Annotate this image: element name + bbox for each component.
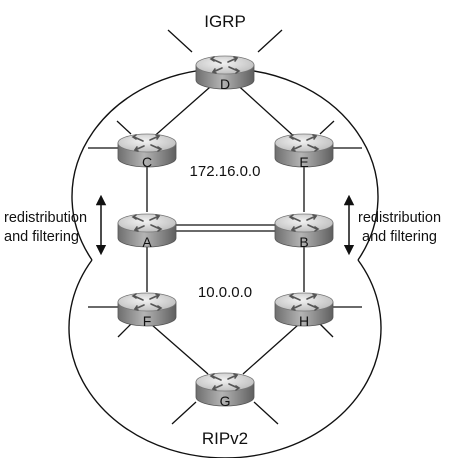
router-c: C: [117, 133, 177, 170]
router-label: E: [299, 154, 308, 170]
stub-c-up: [116, 120, 132, 135]
link-d-e: [231, 79, 299, 141]
right-redistribution-annotation: redistribution and filtering: [343, 194, 441, 256]
router-b: B: [274, 213, 334, 250]
left-annotation-line2: and filtering: [4, 229, 79, 245]
router-label: C: [142, 154, 152, 170]
ripv2-network-label: 10.0.0.0: [198, 284, 252, 301]
router-label: F: [143, 313, 152, 329]
router-f: F: [117, 292, 177, 329]
router-d: D: [195, 55, 255, 92]
stub-d-left: [167, 29, 193, 53]
stub-f-down: [117, 322, 133, 338]
stub-h-down: [318, 322, 334, 338]
right-annotation-line2: and filtering: [362, 229, 437, 245]
igrp-network-label: 172.16.0.0: [190, 163, 261, 180]
stub-d-right: [257, 29, 283, 53]
router-e: E: [274, 133, 334, 170]
router-a: A: [117, 213, 177, 250]
router-label: A: [142, 234, 152, 250]
router-label: G: [220, 393, 231, 409]
router-label: D: [220, 76, 230, 92]
link-h-g: [242, 324, 299, 375]
router-label: B: [299, 234, 308, 250]
igrp-domain-title: IGRP: [204, 12, 246, 31]
ripv2-domain-title: RIPv2: [202, 429, 248, 448]
link-f-g: [151, 324, 209, 375]
stub-g-right: [253, 401, 279, 425]
stub-g-left: [171, 401, 197, 425]
left-redistribution-annotation: redistribution and filtering: [4, 194, 107, 256]
left-annotation-line1: redistribution: [4, 210, 87, 226]
right-annotation-line1: redistribution: [358, 210, 441, 226]
router-g: G: [195, 372, 255, 409]
stub-e-up: [319, 120, 335, 135]
router-label: H: [299, 313, 309, 329]
router-h: H: [274, 292, 334, 329]
link-d-c: [149, 79, 219, 141]
